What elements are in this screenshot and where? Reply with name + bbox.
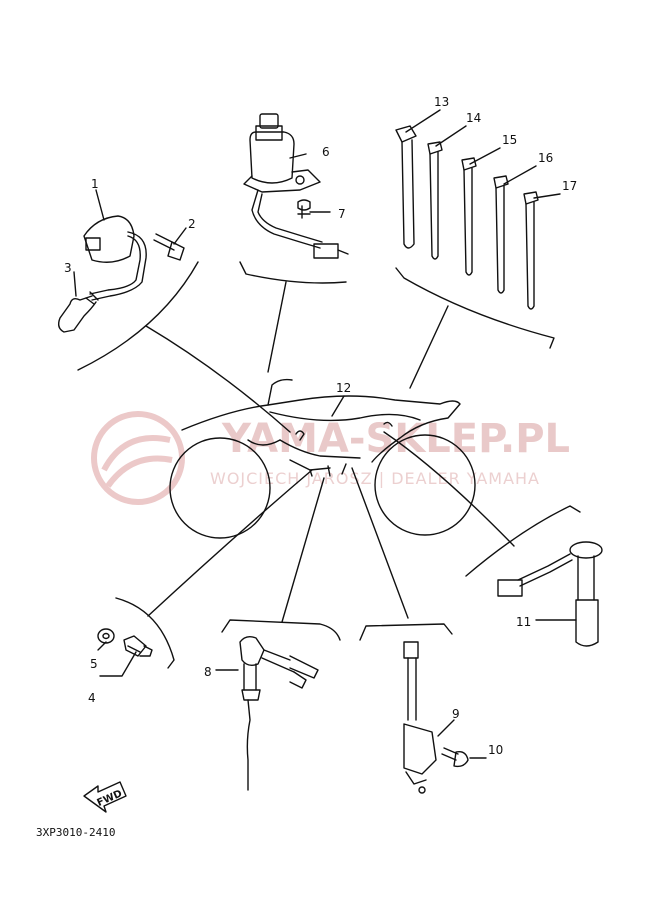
leader-line-13-17 (409, 305, 449, 389)
cable-band-13 (395, 125, 417, 249)
bracket-group-4-5 (115, 597, 175, 669)
bracket-group-11 (465, 505, 581, 577)
bracket-group-1-3 (77, 261, 199, 371)
fwd-arrow-icon (83, 781, 127, 813)
callout-16: 16 (538, 151, 553, 165)
watermark-subtitle: WOJCIECH JAROSZ | DEALER YAMAHA (210, 469, 540, 488)
watermark-title: YAMA-SKLEP.PL (221, 416, 570, 462)
connector-mark (295, 430, 305, 441)
leader-line-6-7 (267, 281, 287, 373)
callout-12: 12 (336, 381, 351, 395)
plug-cap-part (57, 291, 99, 333)
connector-mark (383, 421, 393, 427)
cable-band-15 (461, 157, 477, 276)
screw-part-10 (441, 747, 469, 768)
cable-band-17 (523, 191, 539, 310)
callout-9: 9 (452, 707, 460, 721)
drawing-code: 3XP3010-2410 (36, 826, 115, 839)
leader-line-9-10 (351, 467, 409, 619)
bracket-group-13-17 (395, 267, 555, 349)
leader-line-8 (281, 477, 325, 623)
bracket-group-6-7 (239, 261, 347, 284)
leader-line-12 (331, 395, 345, 417)
callout-14: 14 (466, 111, 481, 125)
cable-band-16 (493, 175, 509, 294)
brake-switch-part-9 (403, 641, 437, 794)
callout-labels: 1 2 3 4 5 6 7 8 9 10 11 12 13 14 15 16 1… (64, 95, 577, 757)
neutral-switch-part (123, 635, 153, 657)
callout-11: 11 (516, 615, 531, 629)
callout-17: 17 (562, 179, 577, 193)
callout-1: 1 (91, 177, 99, 191)
callout-leaders (73, 109, 577, 759)
bracket-group-8 (221, 619, 341, 641)
bracket-group-9-10 (359, 623, 453, 641)
callout-4: 4 (88, 691, 96, 705)
callout-8: 8 (204, 665, 212, 679)
watermark: YAMA-SKLEP.PL WOJCIECH JAROSZ | DEALER Y… (91, 411, 570, 505)
callout-13: 13 (434, 95, 449, 109)
leader-line-4-5 (147, 469, 313, 617)
leader-line-1-3 (145, 325, 291, 433)
callout-6: 6 (322, 145, 330, 159)
brake-switch-part-8 (239, 635, 319, 791)
cable-band-14 (427, 141, 443, 260)
callout-2: 2 (188, 217, 196, 231)
bolt-part-2 (153, 233, 185, 261)
callout-5: 5 (90, 657, 98, 671)
callout-15: 15 (502, 133, 517, 147)
sensor-part-11 (497, 541, 603, 647)
ignition-coil-part (83, 215, 147, 301)
main-switch-part (243, 113, 349, 259)
watermark-logo-icon (91, 411, 185, 505)
o-ring-part-5 (97, 628, 115, 644)
connector-mark (309, 463, 347, 477)
callout-10: 10 (488, 743, 503, 757)
callout-7: 7 (338, 207, 346, 221)
leader-line-11 (383, 431, 515, 547)
screw-part-7 (297, 199, 311, 219)
callout-3: 3 (64, 261, 72, 275)
